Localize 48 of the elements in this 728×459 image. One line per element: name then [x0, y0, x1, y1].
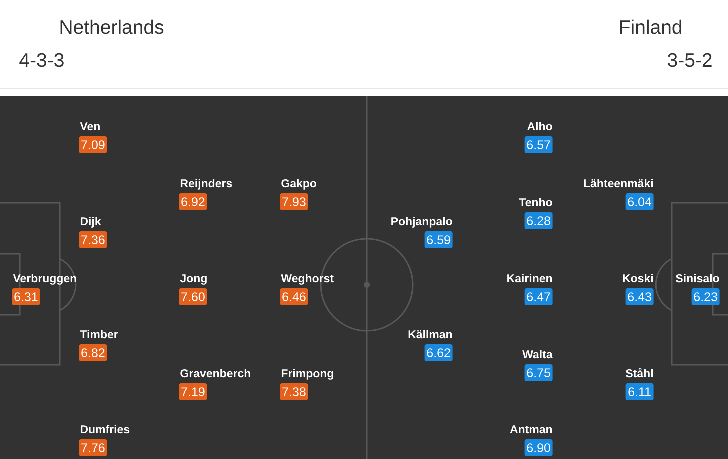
team-name: Finland: [620, 20, 682, 34]
rating-badge: 6.59: [424, 232, 453, 248]
player-name: Jong: [180, 274, 207, 285]
rating-badge: 6.47: [524, 288, 553, 306]
rating-badge: 6.28: [524, 212, 553, 230]
player-name: Tenho: [519, 198, 552, 207]
rating-badge: 6.62: [424, 344, 453, 362]
rating-badge: 7.76: [79, 440, 108, 456]
rating-badge: 7.38: [280, 384, 308, 400]
player-name: Ven: [80, 122, 100, 131]
rating-badge: 7.60: [179, 288, 208, 306]
rating-badge: 6.11: [626, 384, 654, 400]
rating-badge: 6.90: [524, 440, 553, 456]
rating-badge: 6.46: [280, 288, 308, 306]
player-name: Dumfries: [80, 425, 130, 434]
player-name: Lähteenmäki: [584, 179, 653, 188]
player-name: Timber: [80, 330, 118, 339]
player-name: Gakpo: [282, 179, 317, 190]
player-name: Frimpong: [282, 369, 334, 380]
formation-label: 3-5-2: [668, 53, 712, 68]
player-name: Pohjanpalo: [392, 217, 452, 228]
rating-badge: 7.93: [280, 194, 308, 210]
player-name: Reijnders: [180, 179, 232, 190]
rating-badge: 6.82: [79, 344, 108, 362]
player-name: Walta: [522, 350, 553, 359]
rating-badge: 6.04: [626, 194, 654, 210]
rating-badge: 7.09: [79, 136, 108, 154]
player-name: Weghorst: [281, 274, 334, 285]
player-name: Gravenberch: [180, 369, 250, 378]
player-name: Kairinen: [508, 274, 552, 283]
player-name: Koski: [623, 274, 653, 283]
player-name: Dijk: [80, 217, 102, 228]
rating-badge: 6.43: [626, 288, 654, 306]
player-name: Verbruggen: [13, 274, 76, 285]
rating-badge: 6.23: [692, 288, 720, 306]
rating-badge: 6.92: [179, 194, 208, 210]
rating-badge: 7.36: [79, 232, 108, 248]
player-name: Källman: [408, 330, 452, 339]
player-name: Antman: [510, 426, 552, 434]
team-name: Netherlands: [60, 20, 164, 34]
rating-badge: 6.31: [12, 288, 40, 306]
player-name: Sinisalo: [676, 274, 720, 283]
rating-badge: 6.57: [524, 136, 553, 154]
player-name: Alho: [528, 122, 552, 131]
formation-label: 4-3-3: [20, 53, 64, 68]
rating-badge: 7.19: [179, 384, 208, 400]
player-name: Ståhl: [626, 368, 653, 378]
rating-badge: 6.75: [524, 364, 553, 382]
